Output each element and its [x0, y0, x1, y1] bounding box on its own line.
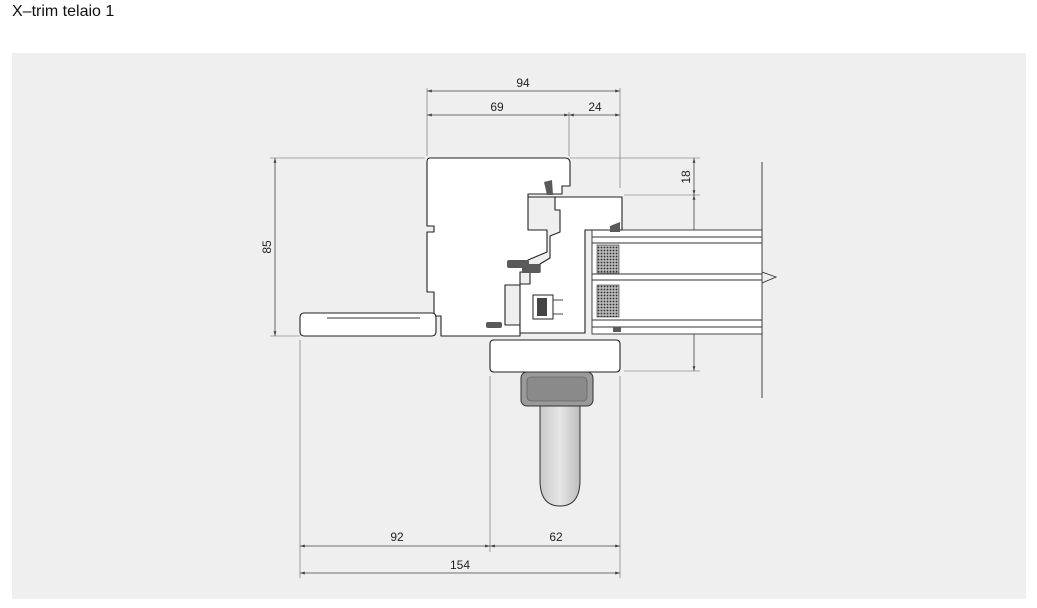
extension-lines — [270, 88, 700, 578]
dimension-lines — [273, 89, 696, 575]
dim-label-bottom-left: 92 — [390, 530, 404, 544]
dim-label-top-right: 24 — [588, 100, 602, 114]
dim-label-top-overall: 94 — [516, 76, 530, 90]
dim-label-left-height: 85 — [260, 240, 274, 254]
handle — [520, 371, 594, 507]
dim-label-bottom-right: 62 — [549, 530, 563, 544]
dim-label-bottom-overall: 154 — [450, 558, 470, 572]
sill-extension — [299, 312, 437, 337]
dim-label-top-left: 69 — [490, 100, 504, 114]
gaskets — [486, 180, 621, 332]
bottom-cover-block — [489, 339, 621, 373]
dim-label-right-top-height: 18 — [679, 170, 693, 184]
lock-cylinder — [537, 298, 547, 316]
page-title: X–trim telaio 1 — [12, 3, 115, 20]
frame-profile — [426, 157, 571, 337]
wall-line — [761, 162, 778, 398]
glazing-unit — [591, 229, 763, 335]
